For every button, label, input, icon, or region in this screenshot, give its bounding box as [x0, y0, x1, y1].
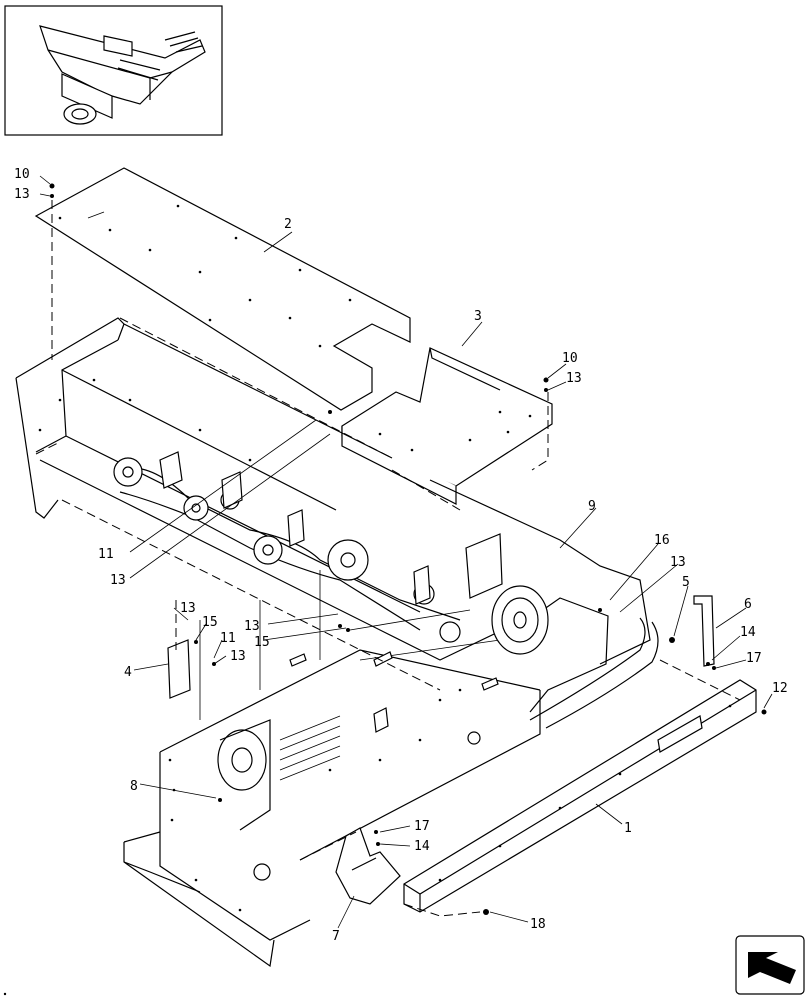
sprocket — [113, 457, 143, 487]
callout-13: 13 — [230, 649, 246, 664]
drive-pulley — [491, 585, 549, 655]
callout-17: 17 — [746, 651, 762, 666]
callout-13: 13 — [110, 573, 126, 588]
idler-bracket — [159, 451, 503, 605]
callout-7: 7 — [332, 929, 340, 944]
sprocket — [253, 535, 283, 565]
side-rail — [403, 679, 757, 913]
callout-13: 13 — [670, 555, 686, 570]
callout-10: 10 — [14, 167, 30, 182]
main-frame — [15, 317, 651, 968]
machine-overview-thumbnail — [39, 25, 206, 125]
hose-guide — [529, 617, 659, 729]
leader-lines — [39, 175, 773, 929]
inset-overview — [4, 5, 223, 136]
callout-labels: 10 13 2 3 10 13 9 16 13 5 6 14 17 12 11 … — [14, 167, 788, 944]
callout-14: 14 — [414, 839, 430, 854]
callout-15: 15 — [202, 615, 218, 630]
callout-2: 2 — [284, 217, 292, 232]
callout-15: 15 — [254, 635, 270, 650]
callout-13: 13 — [244, 619, 260, 634]
top-cover-panel — [34, 167, 411, 411]
callout-13: 13 — [14, 187, 30, 202]
callout-1: 1 — [624, 821, 632, 836]
drive-chain-assembly — [113, 451, 549, 831]
rear-cover-panel — [341, 347, 553, 505]
callout-16: 16 — [654, 533, 670, 548]
alignment-lines — [35, 200, 741, 917]
bracket-7 — [335, 827, 401, 905]
page-dot — [3, 992, 7, 996]
callout-17: 17 — [414, 819, 430, 834]
sprocket — [183, 495, 209, 521]
front-sprocket — [217, 719, 271, 831]
callout-5: 5 — [682, 575, 690, 590]
sprocket — [327, 539, 369, 581]
callout-6: 6 — [744, 597, 752, 612]
fasteners — [49, 183, 767, 915]
callout-4: 4 — [124, 665, 132, 680]
callout-14: 14 — [740, 625, 756, 640]
previous-page-arrow-icon[interactable] — [735, 935, 805, 995]
bracket-4 — [167, 639, 191, 699]
callout-13: 13 — [180, 601, 196, 616]
callout-11: 11 — [220, 631, 236, 646]
bracket-6 — [693, 595, 715, 667]
callout-13: 13 — [566, 371, 582, 386]
callout-9: 9 — [588, 499, 596, 514]
callout-12: 12 — [772, 681, 788, 696]
sprocket — [439, 621, 461, 643]
callout-11: 11 — [98, 547, 114, 562]
callout-18: 18 — [530, 917, 546, 932]
callout-10: 10 — [562, 351, 578, 366]
callout-8: 8 — [130, 779, 138, 794]
callout-3: 3 — [474, 309, 482, 324]
